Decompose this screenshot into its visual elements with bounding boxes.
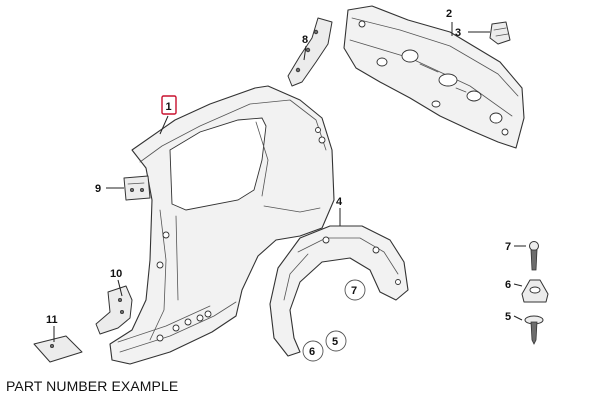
screw-part-7 [529,241,539,271]
pad-part [33,335,83,363]
circle-marker-6 [302,340,324,362]
callout-3: 3 [455,27,461,39]
callout-8: 8 [302,34,308,46]
callout-10: 10 [110,268,122,280]
screw-part-5 [524,315,544,345]
callout-9: 9 [95,183,101,195]
callout-11: 11 [46,314,58,326]
lower-bracket [95,285,133,335]
callout-5-circle: 5 [332,336,338,348]
leader-lines [53,22,526,342]
caption: PART NUMBER EXAMPLE [6,378,179,394]
circle-marker-7 [344,279,366,301]
clip-part [489,21,511,45]
callout-7-circle: 7 [351,285,357,297]
callouts: 1 2 3 4 8 9 10 11 7 6 5 7 6 5 [46,8,511,362]
callout-4: 4 [336,196,343,208]
small-bracket [123,175,151,201]
wheel-arch-liner [269,225,409,357]
nut-part-6 [521,279,549,303]
highlight-box [161,95,177,115]
pillar-bracket [287,17,333,87]
callout-7-list: 7 [505,241,511,253]
callout-1: 1 [166,101,172,113]
rear-panel [343,5,525,149]
side-panel [109,85,335,365]
circle-marker-5 [325,330,347,352]
callout-2: 2 [446,8,452,20]
callout-5-list: 5 [505,311,511,323]
callout-6-circle: 6 [309,346,315,358]
callout-6-list: 6 [505,279,511,291]
